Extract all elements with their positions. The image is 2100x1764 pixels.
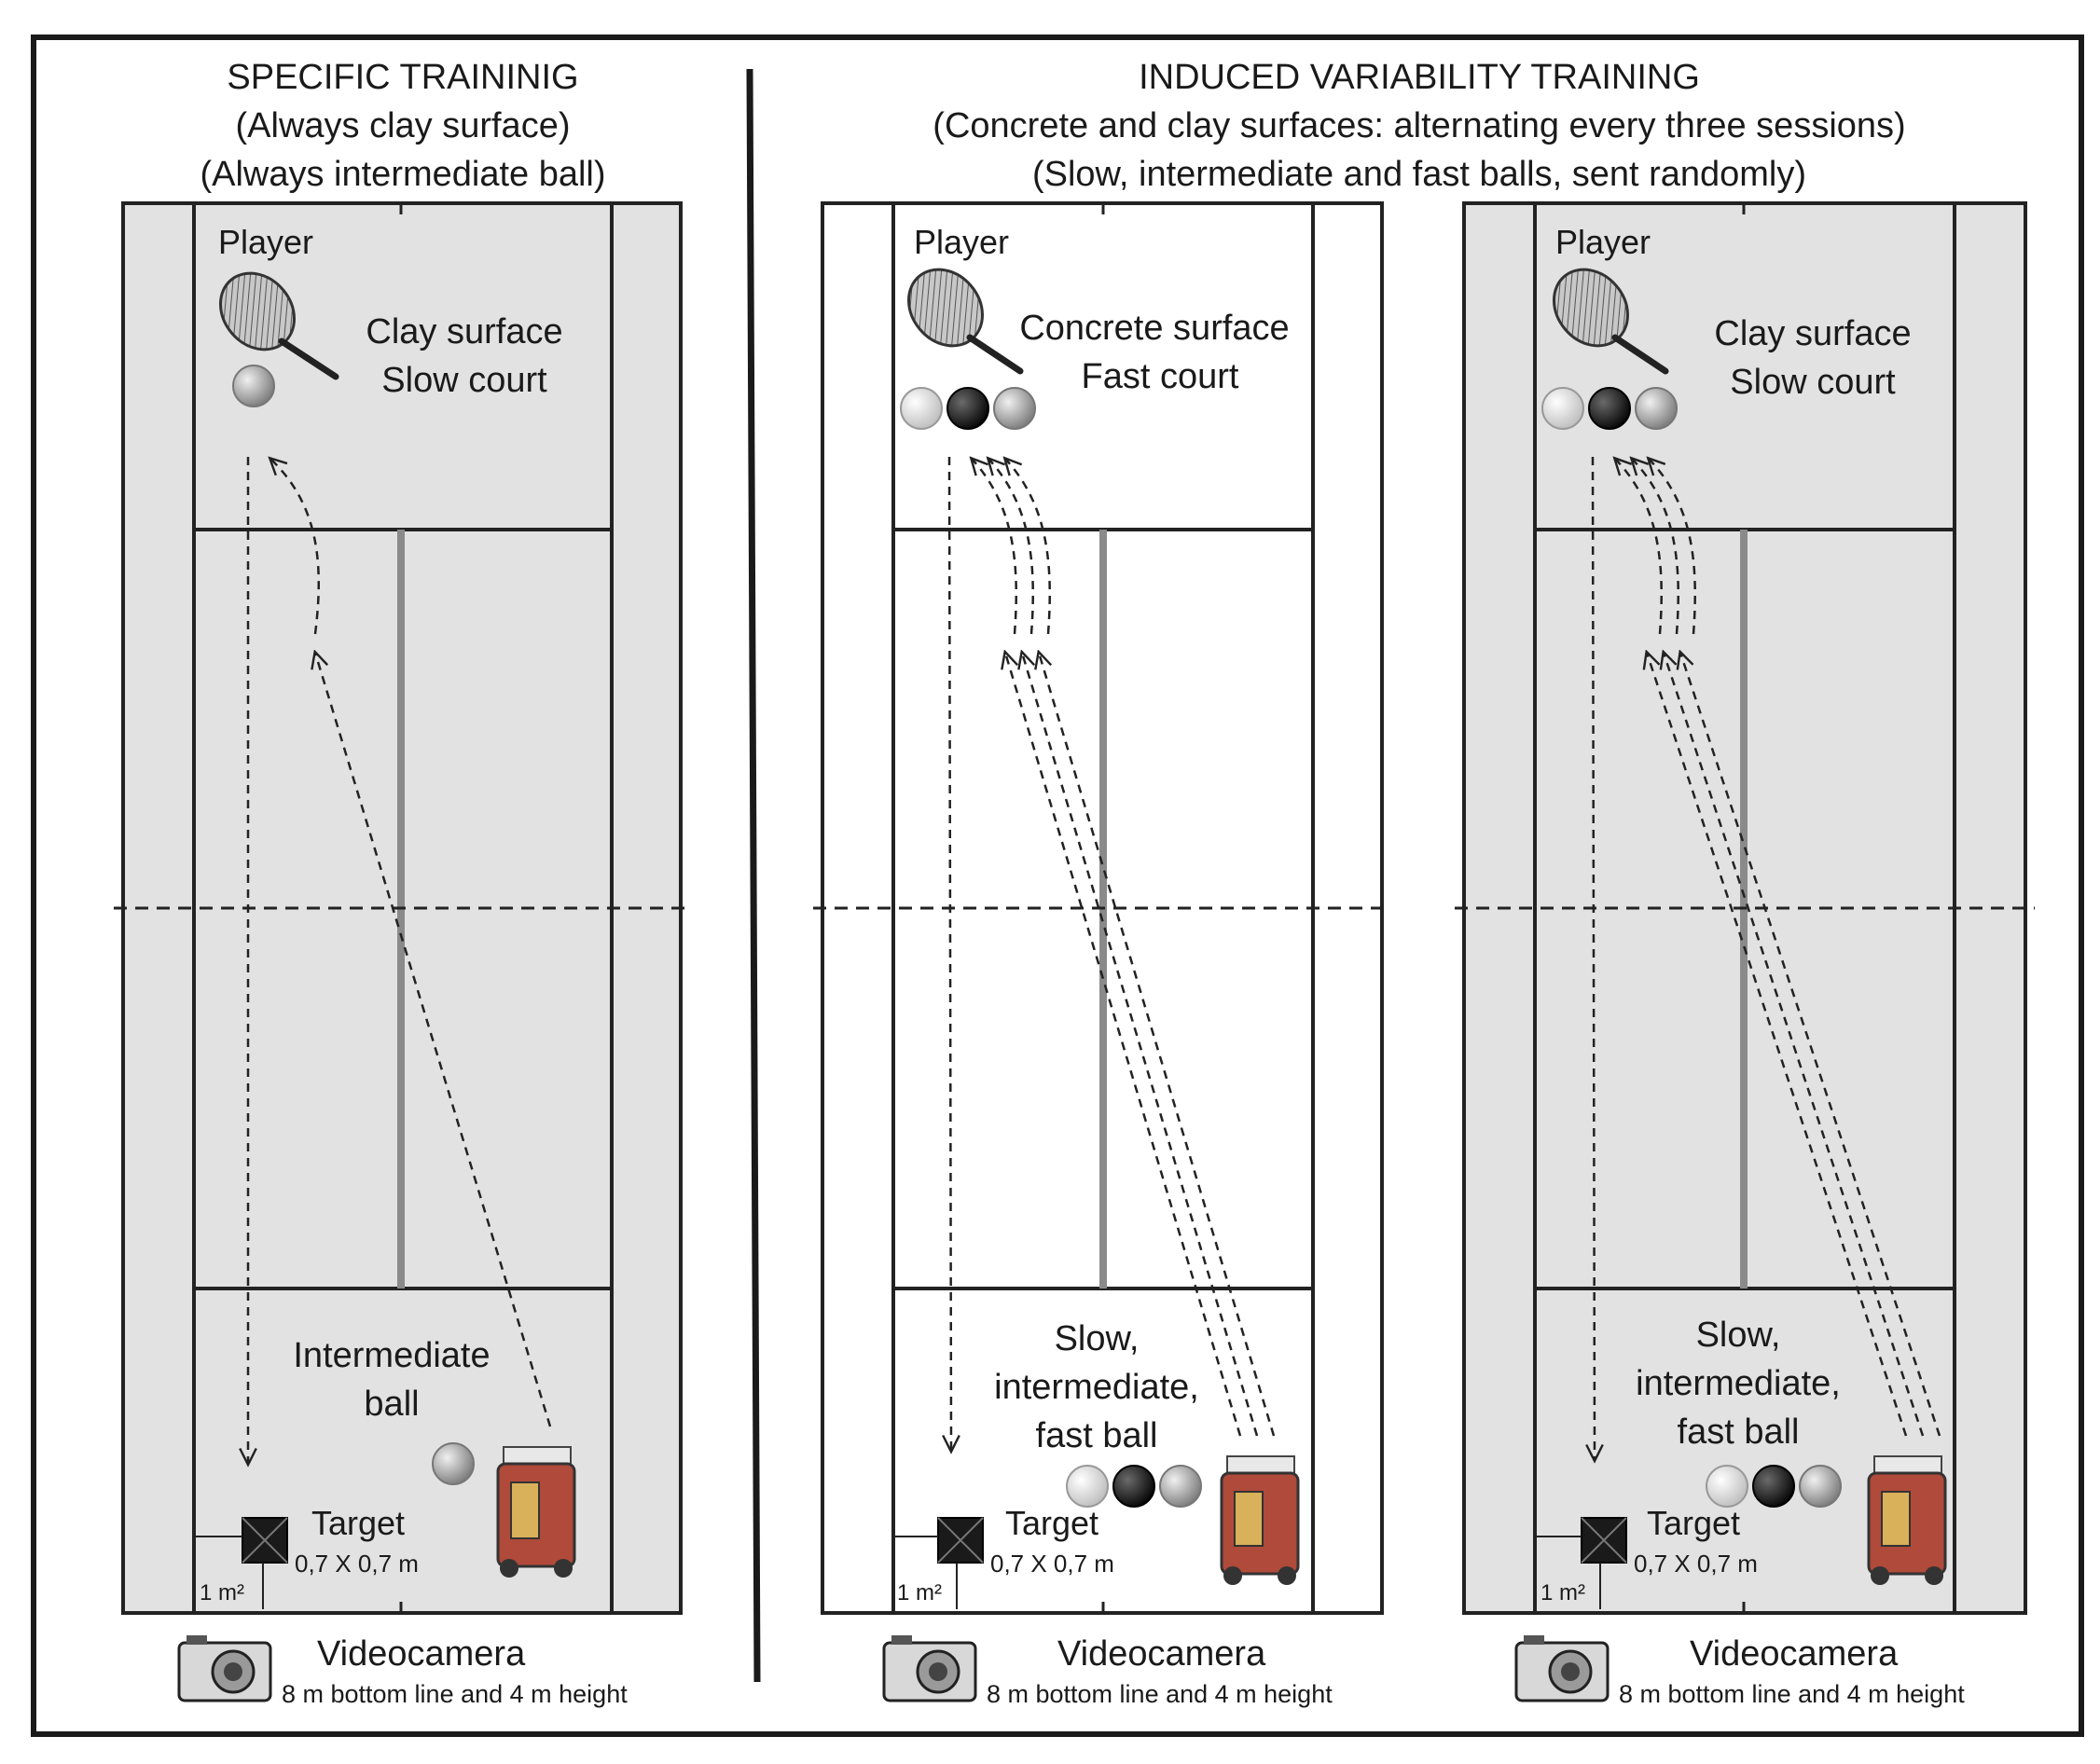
camera-label: Videocamera [317,1634,526,1674]
surface-label-2: Slow court [381,361,547,400]
target-icon [937,1517,984,1564]
ball-icon-intermediate [432,1442,475,1485]
ball-icon-fast [946,387,989,430]
racket-icon [1552,268,1669,375]
court-variability-clay: Player Clay surface Slow court Slow, int… [1455,201,2035,1615]
left-subtitle-2: (Always intermediate ball) [200,155,605,194]
ball-type-label-1: Slow, [1696,1316,1781,1355]
ball-type-label-2: ball [364,1385,419,1424]
ball-type-label-2: intermediate, [994,1368,1199,1407]
ball-trajectory-arrows [1593,457,1941,1460]
left-subtitle-1: (Always clay surface) [236,106,571,145]
target-label: Target [1647,1504,1740,1542]
surface-label-1: Clay surface [366,312,562,351]
ball-icon-intermediate [1159,1465,1202,1508]
ball-trajectory-arrow [315,653,552,1427]
ball-icon-intermediate [1799,1465,1842,1508]
ball-machine-icon [496,1446,576,1578]
target-icon [242,1517,288,1564]
videocamera-icon [177,1635,272,1702]
videocamera-icon [882,1635,977,1702]
ball-type-label-3: fast ball [1036,1416,1158,1455]
target-size: 0,7 X 0,7 m [990,1550,1114,1578]
target-icon [1581,1517,1627,1564]
racket-icon [218,271,339,380]
ball-icon-fast [1752,1465,1795,1508]
ball-icon-slow [1066,1465,1109,1508]
right-title: INDUCED VARIABILITY TRAINING [1139,58,1700,97]
ball-type-label-3: fast ball [1678,1413,1800,1452]
racket-icon [906,268,1024,375]
target-label: Target [311,1504,405,1542]
bounce-trajectory-arrow [270,459,320,635]
camera-note: 8 m bottom line and 4 m height [1619,1680,1965,1708]
target-label: Target [1005,1504,1098,1542]
court-variability-concrete: Player Concrete surface Fast court Slow,… [813,201,1391,1615]
target-size: 0,7 X 0,7 m [1634,1550,1758,1578]
surface-label-1: Clay surface [1714,314,1911,353]
ball-type-label-1: Slow, [1055,1319,1140,1358]
ball-icon-intermediate [993,387,1036,430]
camera-label: Videocamera [1690,1634,1899,1674]
surface-label-2: Slow court [1730,363,1896,402]
ball-machine-icon [1867,1455,1947,1585]
player-label: Player [914,223,1009,261]
ball-trajectory-arrows [949,457,1276,1451]
surface-label-1: Concrete surface [1019,309,1289,348]
ball-icon-slow [1706,1465,1748,1508]
ball-type-label-1: Intermediate [293,1336,490,1375]
area-label: 1 m² [1540,1580,1585,1606]
section-divider [746,68,761,1683]
ball-icon-fast [1112,1465,1155,1508]
player-label: Player [1555,223,1651,261]
ball-icon-fast [1588,387,1631,430]
ball-icon-intermediate [1635,387,1678,430]
ball-icon-slow [900,387,943,430]
surface-label-2: Fast court [1082,357,1239,396]
player-label: Player [218,223,313,261]
camera-note: 8 m bottom line and 4 m height [987,1680,1333,1708]
camera-note: 8 m bottom line and 4 m height [282,1680,628,1708]
target-size: 0,7 X 0,7 m [295,1550,419,1578]
camera-label: Videocamera [1057,1634,1266,1674]
right-subtitle-1: (Concrete and clay surfaces: alternating… [933,106,1905,145]
ball-type-label-2: intermediate, [1636,1364,1841,1403]
court-specific-clay: Player Clay surface Slow court Intermedi… [114,201,690,1615]
ball-machine-icon [1220,1455,1300,1585]
videocamera-icon [1514,1635,1610,1702]
right-subtitle-2: (Slow, intermediate and fast balls, sent… [1032,155,1806,194]
ball-icon-slow [1541,387,1584,430]
left-title: SPECIFIC TRAININIG [227,58,578,97]
area-label: 1 m² [897,1580,942,1606]
ball-icon-intermediate [232,365,275,407]
area-label: 1 m² [200,1580,244,1606]
